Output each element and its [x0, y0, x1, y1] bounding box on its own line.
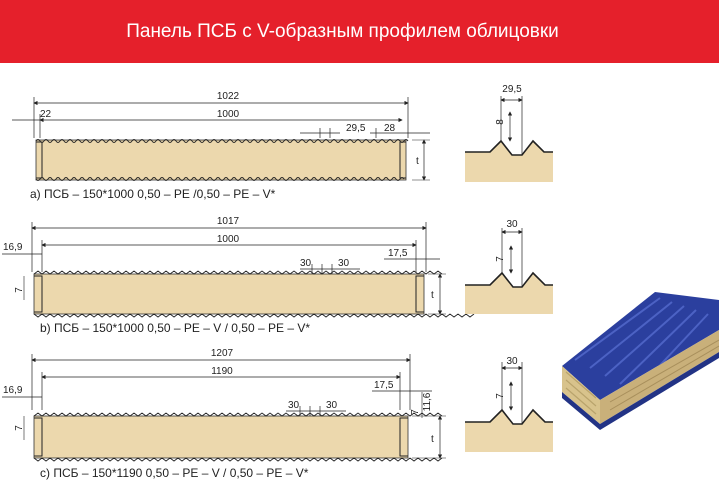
panel-b-core: [33, 273, 425, 315]
dim-overall-b: 1017: [217, 216, 240, 227]
profile-detail-c: 30 7: [465, 356, 553, 452]
profile-detail-b: 30 7: [465, 219, 553, 314]
dim-edge-c: 17,5: [374, 380, 394, 391]
caption-panel-a: a) ПСБ – 150*1000 0,50 – PE /0,50 – PE –…: [30, 187, 276, 201]
dim-profile-depth-a: 8: [495, 119, 506, 125]
dim-overall-c: 1207: [211, 348, 234, 359]
dim-useful-b: 1000: [217, 234, 240, 245]
caption-panel-c: c) ПСБ – 150*1190 0,50 – PE – V / 0,50 –…: [40, 466, 309, 480]
panel-3d-illustration: [562, 292, 719, 430]
panel-b-drawing: 1017 1000 16,9 30 30 17,5 7 t: [2, 216, 475, 318]
dim-profile-width-a: 29,5: [502, 84, 522, 95]
panel-a-top-skin: [35, 139, 409, 143]
profile-detail-a: 29,5 8: [465, 84, 553, 182]
dim-pitch-left-c: 30: [288, 400, 300, 411]
dim-joint-depth-c: 7: [410, 409, 421, 415]
caption-panel-b: b) ПСБ – 150*1000 0,50 – PE – V / 0,50 –…: [40, 321, 311, 335]
dim-useful-a: 1000: [217, 109, 240, 120]
dim-left-offset-c: 16,9: [3, 385, 23, 396]
dim-overall-a: 1022: [217, 91, 240, 102]
panel-a-bottom-skin: [35, 177, 405, 181]
dim-left-offset-b: 16,9: [3, 242, 23, 253]
dim-pitch-left-b: 30: [300, 258, 312, 269]
dim-profile-width-b: 30: [506, 219, 518, 230]
dim-edge-b: 17,5: [388, 248, 408, 259]
dim-joint-height-c: 11,6: [422, 392, 433, 411]
panel-a-core: [35, 139, 407, 181]
panel-c-core: [33, 415, 409, 459]
dim-pitch-right-c: 30: [326, 400, 338, 411]
dim-side-depth-c: 7: [14, 425, 25, 431]
page-title: Панель ПСБ с V-образным профилем облицов…: [126, 21, 559, 42]
dim-pitch-right-b: 30: [338, 258, 350, 269]
dim-useful-c: 1190: [211, 366, 233, 377]
dim-profile-depth-b: 7: [495, 256, 506, 262]
dim-thickness-b: t: [431, 290, 434, 301]
dim-thickness-a: t: [416, 156, 419, 167]
dim-left-offset-a: 22: [40, 109, 52, 120]
dim-edge-a: 28: [384, 123, 396, 134]
dim-profile-depth-c: 7: [495, 393, 506, 399]
title-banner: Панель ПСБ с V-образным профилем облицов…: [0, 0, 719, 63]
dim-thickness-c: t: [431, 434, 434, 445]
panel-a-drawing: 1022 1000 22 29,5 28 t: [12, 91, 430, 181]
dim-side-depth-b: 7: [14, 287, 25, 293]
panel-c-drawing: 1207 1190 16,9 30 30 17,5 7 7 11,6 t: [2, 348, 446, 462]
dim-profile-width-c: 30: [506, 356, 518, 367]
dim-pitch-a: 29,5: [346, 123, 366, 134]
